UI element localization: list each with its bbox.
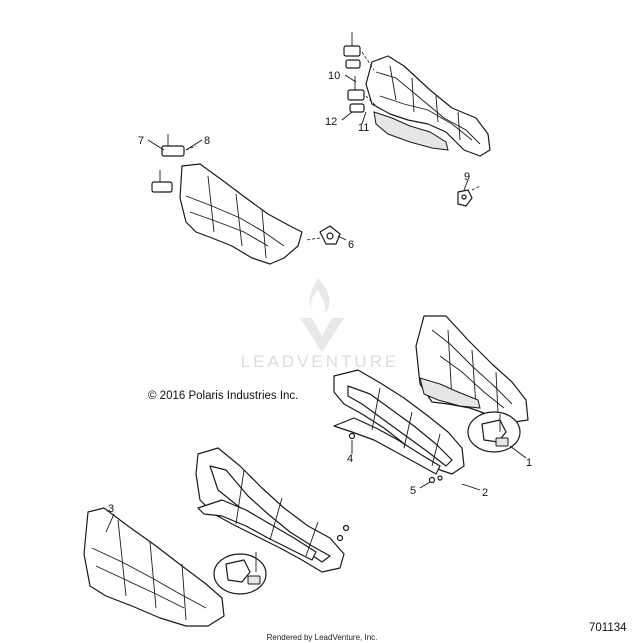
upper-left-door-panel — [179, 163, 303, 265]
center-door-frame-2 — [333, 369, 465, 475]
lower-left-door-panel-3 — [83, 507, 225, 627]
callout-1: 1 — [526, 457, 532, 469]
footer-credit: Rendered by LeadVenture, Inc. — [267, 633, 378, 642]
upper-hinge-brackets — [343, 32, 379, 113]
callout-12: 12 — [325, 116, 337, 128]
lower-left-door-frame — [195, 447, 350, 573]
callout-3: 3 — [108, 503, 114, 515]
callout-6: 6 — [348, 239, 354, 251]
diagram-number: 701134 — [589, 622, 627, 634]
latch-assembly-1 — [467, 411, 521, 453]
callout-10: 10 — [328, 70, 340, 82]
lower-right-door-panel — [415, 315, 529, 423]
leadventure-watermark-logo — [300, 278, 344, 352]
lower-latch-assembly — [213, 552, 267, 595]
callout-5: 5 — [410, 485, 416, 497]
knob-part-6 — [305, 225, 341, 245]
callout-8: 8 — [204, 135, 210, 147]
callout-7: 7 — [138, 135, 144, 147]
callout-4: 4 — [347, 453, 353, 465]
callout-2: 2 — [482, 487, 488, 499]
copyright-text: © 2016 Polaris Industries Inc. — [148, 390, 298, 402]
watermark-text: LEADVENTURE — [241, 352, 400, 371]
upper-door-frame — [365, 55, 491, 157]
callout-11: 11 — [358, 122, 369, 134]
latch-part-9 — [457, 185, 481, 207]
callout-9: 9 — [464, 171, 470, 183]
fasteners-4-5 — [348, 432, 443, 484]
